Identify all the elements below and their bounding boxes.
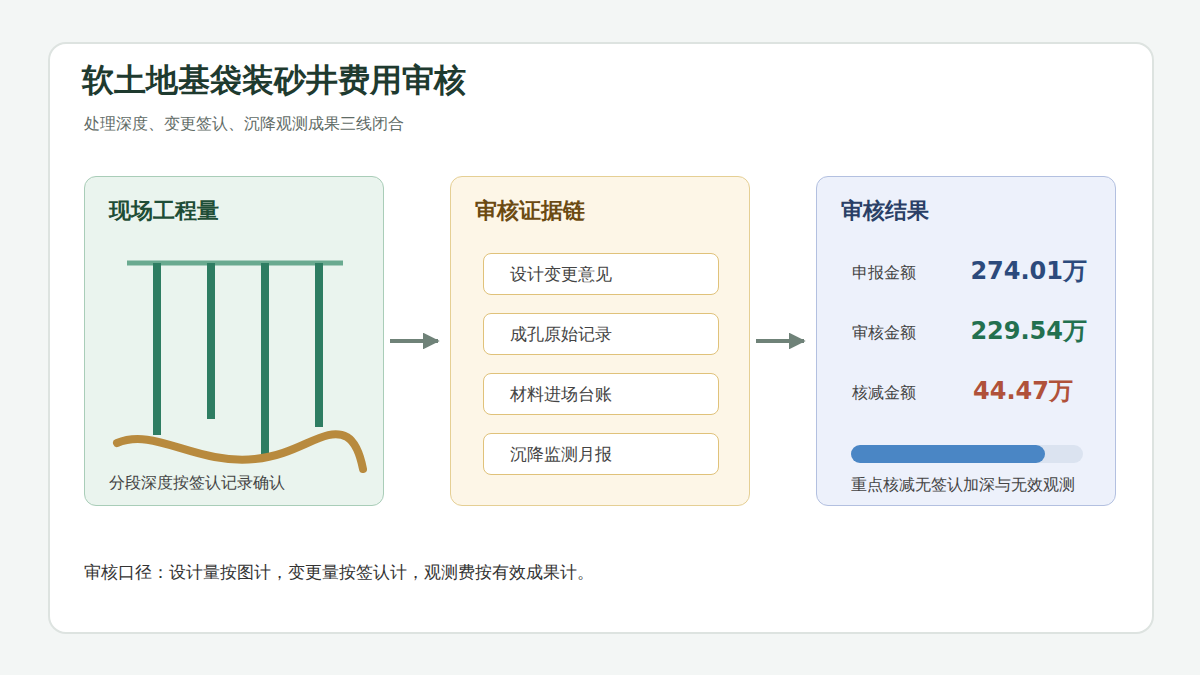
panel-note: 重点核减无签认加深与无效观测	[851, 475, 1075, 495]
evidence-item: 材料进场台账	[483, 373, 719, 415]
sand-drain-illustration	[85, 177, 385, 507]
evidence-item: 成孔原始记录	[483, 313, 719, 355]
item-text: 设计变更意见	[510, 264, 612, 285]
sand-drain	[153, 263, 161, 435]
flow-arrow	[390, 339, 438, 343]
soil-layer-line	[117, 434, 363, 469]
panel-heading: 现场工程量	[109, 197, 219, 225]
caption: 审核口径：设计量按图计，变更量按签认计，观测费按有效成果计。	[84, 562, 594, 583]
result-panel: 审核结果申报金额 274.01万审核金额 229.54万核减金额 44.47万重点核减…	[816, 176, 1116, 506]
flow-arrow	[756, 339, 804, 343]
panel-heading: 审核结果	[841, 197, 929, 225]
evidence-item: 设计变更意见	[483, 253, 719, 295]
amount-label: 核减金额	[852, 383, 916, 403]
item-text: 材料进场台账	[510, 384, 612, 405]
evidence-item: 沉降监测月报	[483, 433, 719, 475]
item-text: 沉降监测月报	[510, 444, 612, 465]
amount-label: 申报金额	[852, 263, 916, 283]
sand-drain	[261, 263, 269, 455]
subtitle: 处理深度、变更签认、沉降观测成果三线闭合	[84, 114, 404, 134]
item-text: 成孔原始记录	[510, 324, 612, 345]
panel-heading: 审核证据链	[475, 197, 585, 225]
page-title: 软土地基袋装砂井费用审核	[82, 60, 466, 100]
quantity-panel: 现场工程量分段深度按签认记录确认	[84, 176, 384, 506]
sand-drain	[315, 263, 323, 427]
bar-fill	[851, 445, 1045, 463]
sand-drain	[207, 263, 215, 419]
amount-label: 审核金额	[852, 323, 916, 343]
bar-track	[851, 445, 1083, 463]
amount-value: 274.01万	[970, 256, 1087, 286]
amount-value: 229.54万	[970, 316, 1087, 346]
panel-note: 分段深度按签认记录确认	[109, 473, 285, 493]
evidence-panel: 审核证据链设计变更意见成孔原始记录材料进场台账沉降监测月报	[450, 176, 750, 506]
amount-value: 44.47万	[973, 376, 1073, 406]
